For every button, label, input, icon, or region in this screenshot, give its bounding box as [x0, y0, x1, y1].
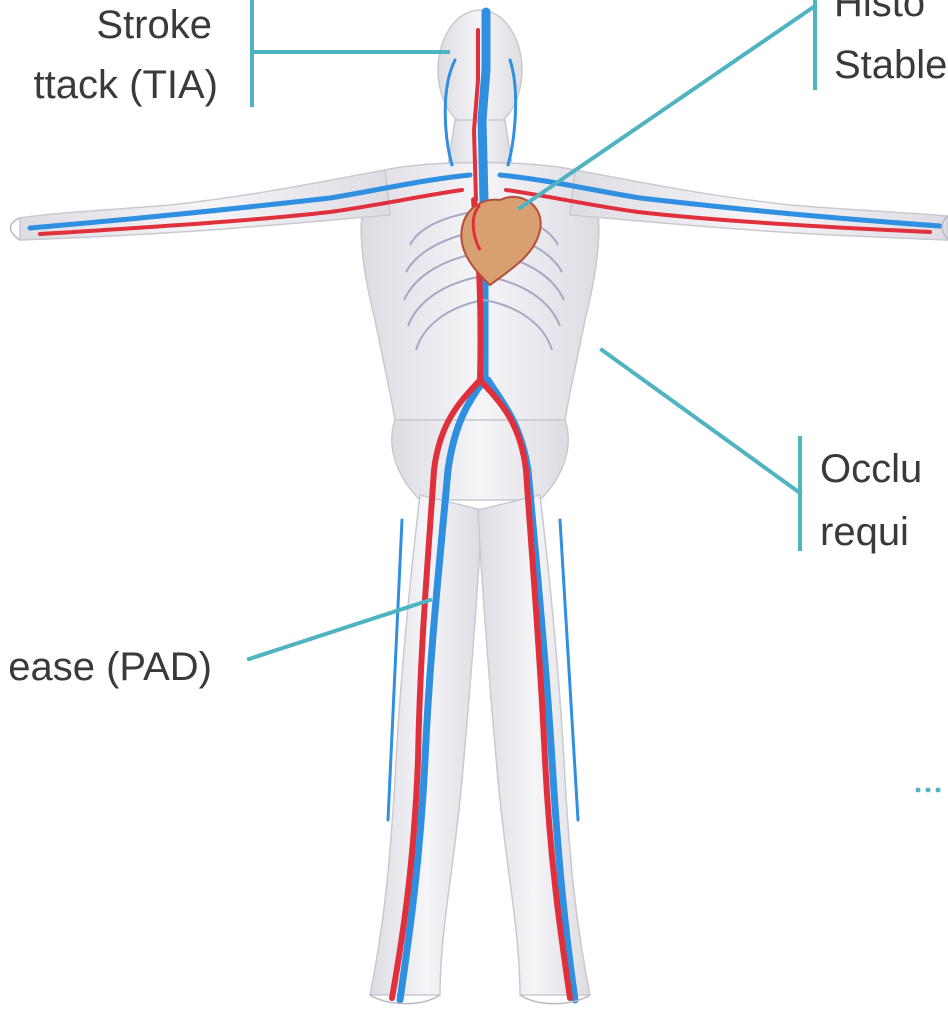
requiring-label: requi	[820, 507, 909, 557]
stroke-label: Stroke	[96, 0, 212, 50]
occlusion-leader-line	[602, 350, 800, 493]
history-label: Histo	[834, 0, 925, 28]
tia-label: ttack (TIA)	[34, 60, 218, 110]
veins	[30, 12, 940, 1000]
history-leader-line	[520, 6, 815, 208]
pad-label: ease (PAD)	[8, 642, 212, 692]
dotted-ellipsis-icon	[916, 788, 941, 793]
occlusion-label: Occlu	[820, 444, 922, 494]
stable-label: Stable	[834, 40, 947, 90]
pad-leader-line	[249, 600, 430, 659]
